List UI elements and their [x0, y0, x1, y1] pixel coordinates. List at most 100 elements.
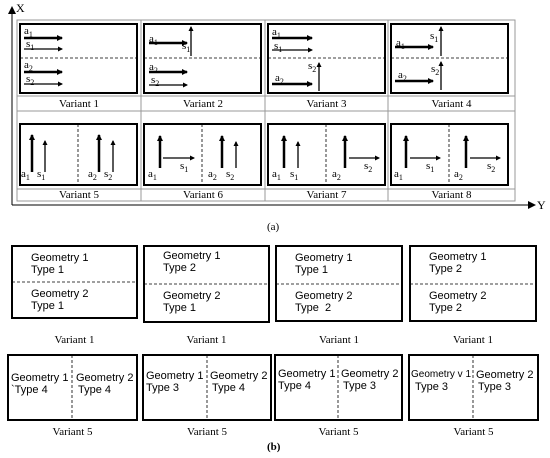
symbol-sub: 1 [28, 30, 33, 39]
variant-5-box [19, 123, 138, 186]
variant-label: Variant 2 [182, 98, 223, 110]
type-label: Type 4 [78, 384, 112, 396]
caption-a: (a) [267, 221, 280, 233]
geometry-label: Geometry 2 [429, 290, 487, 302]
variant-label: Variant 5 [52, 426, 93, 438]
symbol-a: a [21, 168, 26, 180]
type-label: Type 1 [31, 264, 65, 276]
symbol-a: a [208, 168, 213, 180]
symbol-sub: 1 [153, 38, 158, 47]
symbol-s: s [26, 73, 31, 85]
symbol-s: s [26, 38, 31, 50]
symbol-sub: 2 [279, 77, 284, 86]
variant-label: Variant 8 [431, 189, 472, 201]
symbol-s: s [364, 160, 369, 172]
symbol-sub: 2 [230, 173, 235, 182]
symbol-a: a [332, 168, 337, 180]
geometry-label: Geometry 2 [341, 368, 399, 380]
geometry-label: Geometry 2 [210, 370, 268, 382]
variant-2-box [143, 23, 262, 94]
symbol-sub: 2 [30, 78, 35, 87]
type-label: Type 3 [415, 381, 449, 393]
geometry-label: Geometry 1 [146, 370, 204, 382]
type-label: Type 3 [343, 380, 377, 392]
symbol-sub: 2 [28, 64, 33, 73]
variant-label: Variant 5 [186, 426, 227, 438]
symbol-s: s [37, 168, 42, 180]
geometry-label: Geometry 1 [11, 372, 69, 384]
symbol-s: s [274, 40, 279, 52]
variant-label: Variant 1 [452, 334, 493, 346]
geometry-label: Geometry v 1 [411, 369, 472, 380]
geometry-label: Geometry 2 [476, 369, 534, 381]
variant-label: Variant 1 [186, 334, 227, 346]
symbol-sub: 1 [184, 165, 189, 174]
type-label: Type 2 [429, 302, 463, 314]
variant-4-box [390, 23, 509, 94]
geometry-label: Geometry 1 [295, 252, 353, 264]
symbol-sub: 2 [491, 165, 496, 174]
type-label: Type 4 [212, 382, 246, 394]
part-b-horizontal-boxes [11, 245, 537, 323]
symbol-sub: 1 [186, 45, 191, 54]
symbol-s: s [226, 168, 231, 180]
symbol-a: a [272, 26, 277, 38]
variant-8-box [390, 123, 509, 186]
symbol-sub: 2 [108, 173, 113, 182]
geometry-label: Geometry 1 [429, 251, 487, 263]
geometry-label: Geometry 2 [31, 288, 89, 300]
symbol-a: a [454, 168, 459, 180]
variant-1-box [19, 23, 138, 94]
type-label: `Type 4 [11, 384, 48, 396]
symbol-s: s [426, 160, 431, 172]
x-axis-label: X [16, 1, 25, 15]
symbol-s: s [431, 63, 436, 75]
symbol-sub: 2 [153, 66, 158, 75]
symbol-sub: 1 [41, 173, 46, 182]
geometry-label: Geometry 2 [295, 290, 353, 302]
symbol-a: a [398, 69, 403, 81]
symbol-s: s [308, 60, 313, 72]
type-label: Type 2 [429, 263, 463, 275]
caption-b: (b) [267, 441, 281, 453]
symbol-sub: 2 [336, 173, 341, 182]
symbol-sub: 1 [278, 45, 283, 54]
geometry-label: Geometry 2 [163, 290, 221, 302]
geometry-label: Geometry 1 [31, 252, 89, 264]
geometry-label: Geometry 1 [163, 250, 221, 262]
type-label: Type 2 [295, 302, 332, 314]
type-label: Type 1 [31, 300, 65, 312]
x-axis-arrowhead [8, 6, 16, 14]
symbol-a: a [88, 168, 93, 180]
symbol-a: a [24, 25, 29, 37]
y-axis-arrowhead [528, 201, 536, 209]
variant-label: Variant 5 [58, 189, 99, 201]
variant-7-box [267, 123, 386, 186]
type-label: Type 3 [146, 382, 180, 394]
variant-label: Variant 1 [318, 334, 359, 346]
symbol-a: a [394, 168, 399, 180]
symbol-sub: 1 [400, 42, 405, 51]
geometry-label: Geometry 2 [76, 372, 134, 384]
symbol-a: a [272, 168, 277, 180]
symbol-a: a [275, 72, 280, 84]
symbol-s: s [290, 168, 295, 180]
symbol-sub: 2 [435, 68, 440, 77]
variant-label: Variant 1 [58, 98, 99, 110]
symbol-s: s [487, 160, 492, 172]
variant-3-box [267, 23, 386, 94]
symbol-s: s [151, 74, 156, 86]
y-axis-label: Y [537, 198, 546, 212]
variant-label: Variant 1 [54, 334, 95, 346]
symbol-sub: 2 [458, 173, 463, 182]
symbol-sub: 1 [294, 173, 299, 182]
variant-6-box [143, 123, 262, 186]
symbol-sub: 2 [312, 65, 317, 74]
symbol-s: s [430, 30, 435, 42]
symbol-a: a [396, 37, 401, 49]
symbol-s: s [180, 160, 185, 172]
symbol-s: s [104, 168, 109, 180]
type-label: Type 2 [163, 262, 197, 274]
type-label: Type 1 [295, 264, 329, 276]
